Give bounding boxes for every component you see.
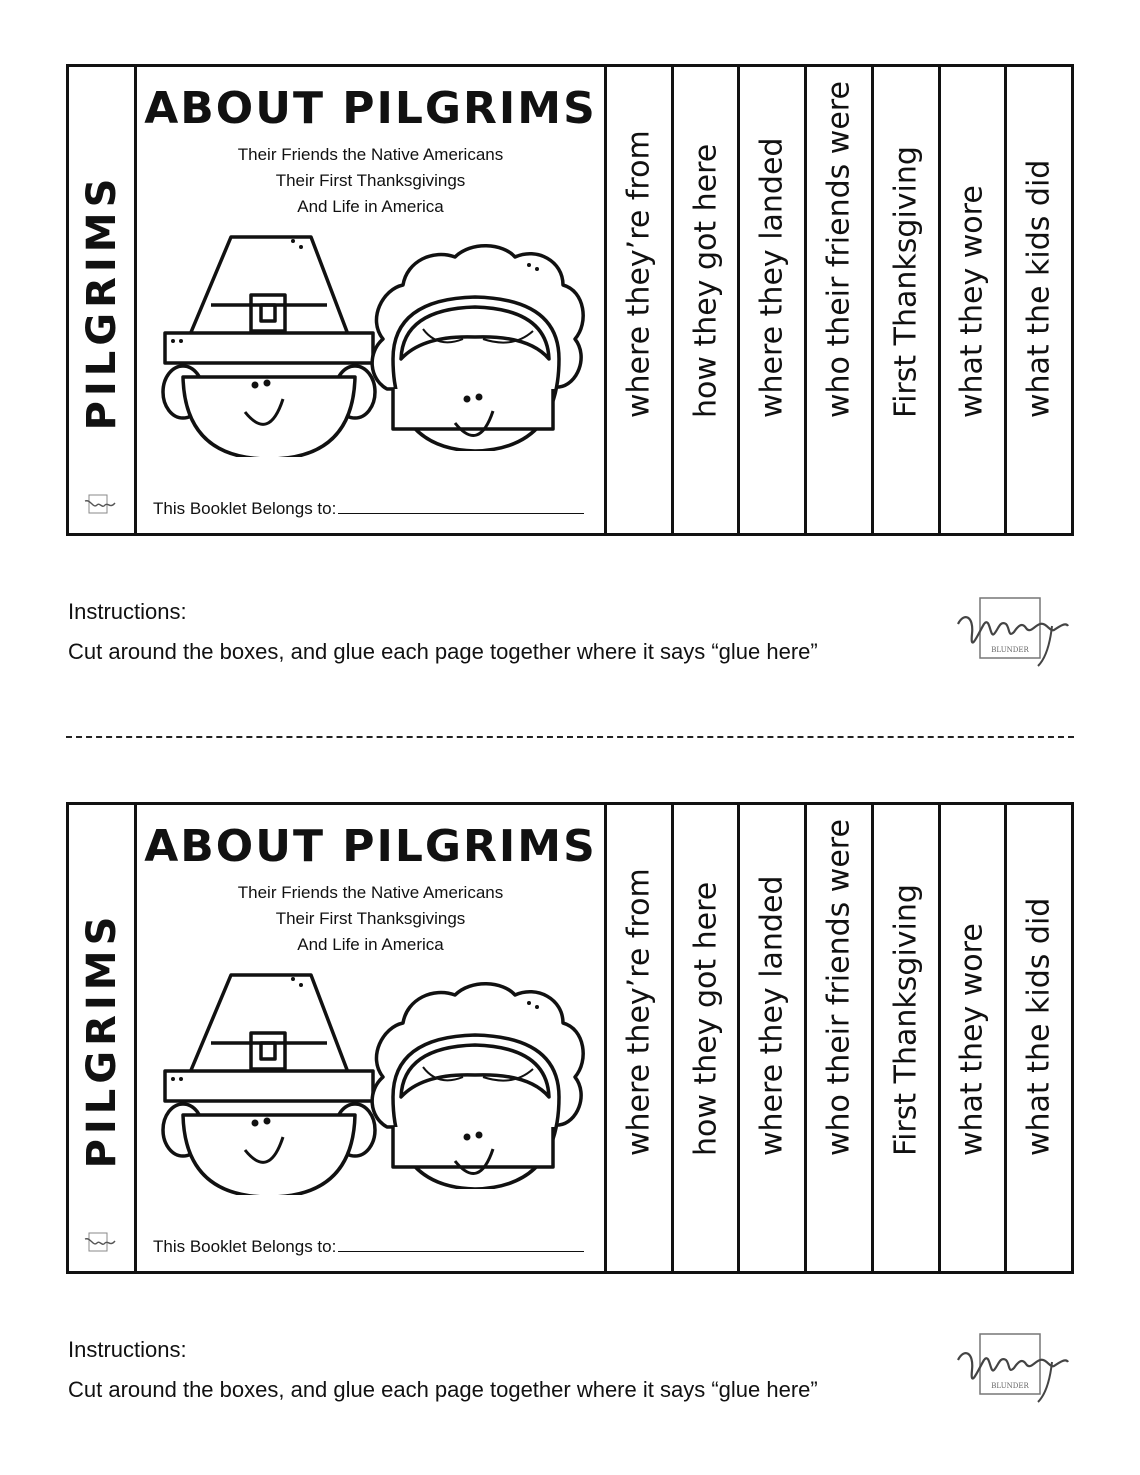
- pilgrim-girl-icon: [370, 244, 585, 451]
- instructions-heading: Instructions:: [68, 599, 187, 624]
- cover-subtitle: Their Friends the Native Americans: [237, 145, 504, 164]
- instructions-text: Cut around the boxes, and glue each page…: [68, 639, 818, 664]
- booklet-cover: ABOUT PILGRIMS Their Friends the Native …: [137, 67, 607, 533]
- tab-label: who their friends were: [821, 819, 857, 1156]
- tab-label: what the kids did: [1021, 897, 1057, 1156]
- mini-logo-icon: [84, 494, 116, 514]
- spine-title: PILGRIMS: [78, 173, 125, 431]
- mini-logo-icon: [84, 1232, 116, 1252]
- instructions-text: Cut around the boxes, and glue each page…: [68, 1377, 818, 1402]
- belongs-to-line[interactable]: This Booklet Belongs to:: [153, 499, 585, 519]
- pilgrim-boy-icon: [161, 973, 377, 1195]
- belongs-to-line[interactable]: This Booklet Belongs to:: [153, 1237, 585, 1257]
- name-blank[interactable]: [338, 1237, 585, 1252]
- tab-1: where they’re from: [607, 805, 674, 1271]
- tab-label: where they’re from: [621, 130, 657, 418]
- booklet-spine: PILGRIMS: [69, 805, 137, 1271]
- booklet-top: PILGRIMS ABOUT PILGRIMS Their Friends th…: [66, 64, 1074, 536]
- cover-subtitle: Their First Thanksgivings: [275, 909, 466, 928]
- cover-subtitle: Their First Thanksgivings: [275, 171, 466, 190]
- tab-label: what the kids did: [1021, 159, 1057, 418]
- tab-5: First Thanksgiving: [874, 67, 941, 533]
- tab-label: who their friends were: [821, 81, 857, 418]
- tab-5: First Thanksgiving: [874, 805, 941, 1271]
- cover-title: ABOUT PILGRIMS: [144, 83, 597, 134]
- tab-3: where they landed: [740, 67, 808, 533]
- tab-3: where they landed: [740, 805, 808, 1271]
- tab-2: how they got here: [674, 805, 741, 1271]
- tab-label: how they got here: [688, 881, 724, 1156]
- tab-1: where they’re from: [607, 67, 674, 533]
- spine-title: PILGRIMS: [78, 911, 125, 1169]
- tab-label: First Thanksgiving: [888, 884, 924, 1156]
- booklet-spine: PILGRIMS: [69, 67, 137, 533]
- cover-subtitle: And Life in America: [297, 935, 444, 954]
- tab-7: what the kids did: [1007, 67, 1071, 533]
- tab-7: what the kids did: [1007, 805, 1071, 1271]
- tab-6: what they wore: [941, 67, 1008, 533]
- instructions-heading: Instructions:: [68, 1337, 187, 1362]
- tab-label: what they wore: [954, 185, 990, 418]
- tab-6: what they wore: [941, 805, 1008, 1271]
- brand-logo-icon: BLUNDER: [957, 597, 1069, 667]
- pilgrim-girl-icon: [370, 982, 585, 1189]
- cut-line: [66, 736, 1074, 738]
- tab-label: how they got here: [688, 143, 724, 418]
- booklet-bottom: PILGRIMS ABOUT PILGRIMS Their Friends th…: [66, 802, 1074, 1274]
- tab-label: where they landed: [754, 137, 790, 418]
- svg-text:BLUNDER: BLUNDER: [991, 646, 1029, 654]
- instructions-top: Instructions: Cut around the boxes, and …: [68, 592, 818, 672]
- brand-logo-icon: BLUNDER: [957, 1333, 1069, 1403]
- pilgrim-boy-icon: [161, 235, 377, 457]
- tab-2: how they got here: [674, 67, 741, 533]
- name-blank[interactable]: [338, 499, 585, 514]
- cover-title: ABOUT PILGRIMS: [144, 821, 597, 872]
- tab-label: First Thanksgiving: [888, 146, 924, 418]
- svg-text:BLUNDER: BLUNDER: [991, 1382, 1029, 1390]
- booklet-cover: ABOUT PILGRIMS Their Friends the Native …: [137, 805, 607, 1271]
- cover-subtitle: Their Friends the Native Americans: [237, 883, 504, 902]
- tab-label: where they’re from: [621, 868, 657, 1156]
- instructions-bottom: Instructions: Cut around the boxes, and …: [68, 1330, 818, 1410]
- tab-label: where they landed: [754, 875, 790, 1156]
- cover-subtitle: And Life in America: [297, 197, 444, 216]
- tab-4: who their friends were: [807, 67, 874, 533]
- tab-4: who their friends were: [807, 805, 874, 1271]
- tab-label: what they wore: [954, 923, 990, 1156]
